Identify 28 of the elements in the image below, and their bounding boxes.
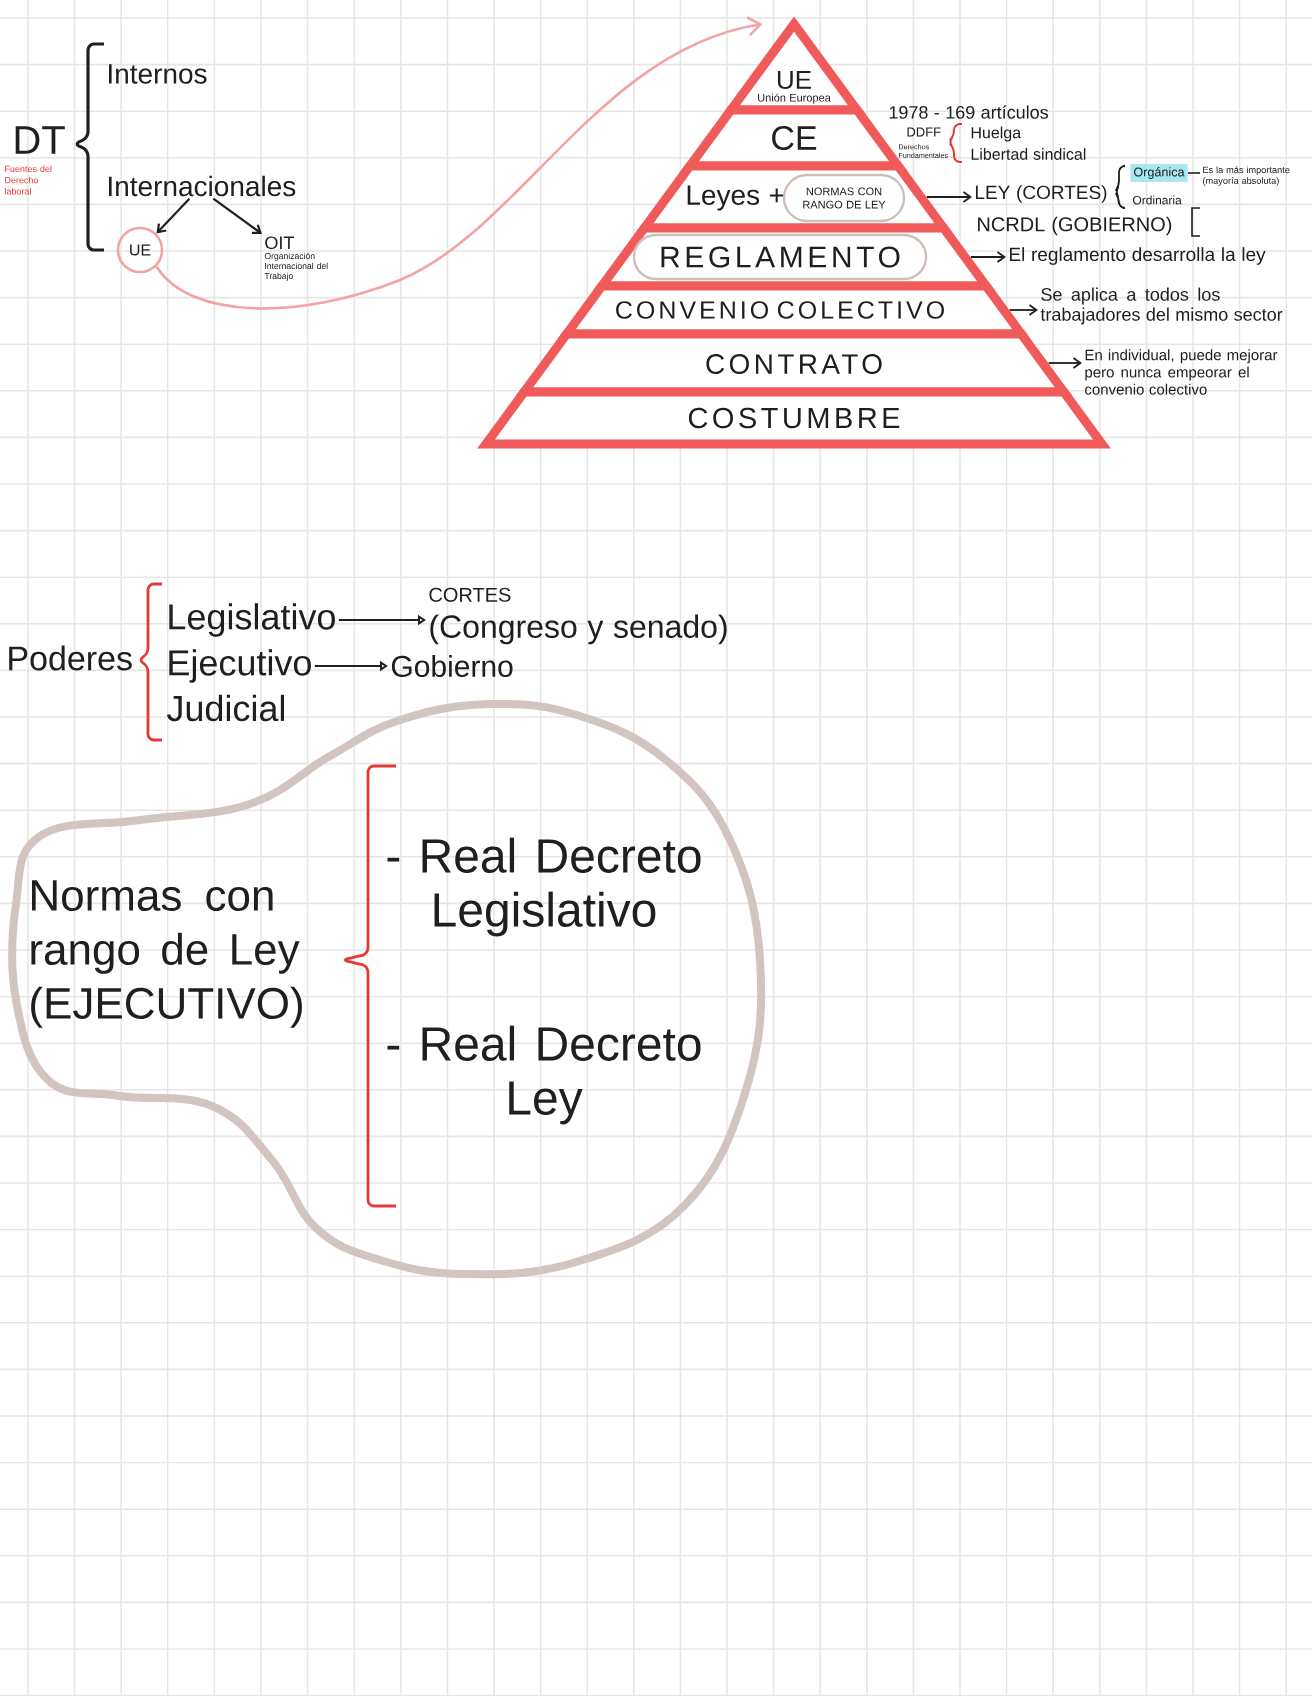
arrow [1047, 357, 1082, 369]
note-text: El reglamento desarrolla la ley [1010, 247, 1266, 265]
list-item: Libertad sindical [971, 148, 1086, 160]
note-text: CORTES (Congreso y senado) [429, 587, 727, 645]
topic-label: Normas con rango de Ley (EJECUTIVO) [31, 880, 302, 1028]
note-text: LEY (CORTES) [976, 185, 1107, 203]
list-item: Huelga [971, 126, 1022, 142]
arrow [1008, 304, 1038, 316]
list-item: Internacionales [108, 175, 296, 197]
list-item: Internos [108, 64, 207, 84]
note-text: NCRDL (GOBIERNO) [978, 216, 1172, 236]
arrow [212, 197, 262, 234]
list-item: Ejecutivo [169, 649, 311, 683]
list-item: - Real Decreto Legislativo [387, 837, 701, 937]
curved-arrow [155, 16, 763, 310]
connector-line [1187, 172, 1201, 174]
note-text: Se aplica a todos los trabajadores del mismo sector [1040, 287, 1283, 325]
list-item: Judicial [166, 694, 284, 722]
circled-label: UE [116, 226, 164, 274]
oval-label: REGLAMENTO [632, 233, 928, 281]
topic-label: DT [15, 126, 65, 154]
note-text: Gobierno [391, 655, 513, 677]
arrow [156, 197, 191, 234]
list-item: - Real Decreto Ley [387, 1025, 701, 1125]
topic-label: Poderes [9, 645, 132, 671]
arrow [926, 191, 972, 203]
list-item: Legislativo [169, 603, 335, 637]
arrow [970, 251, 1006, 263]
